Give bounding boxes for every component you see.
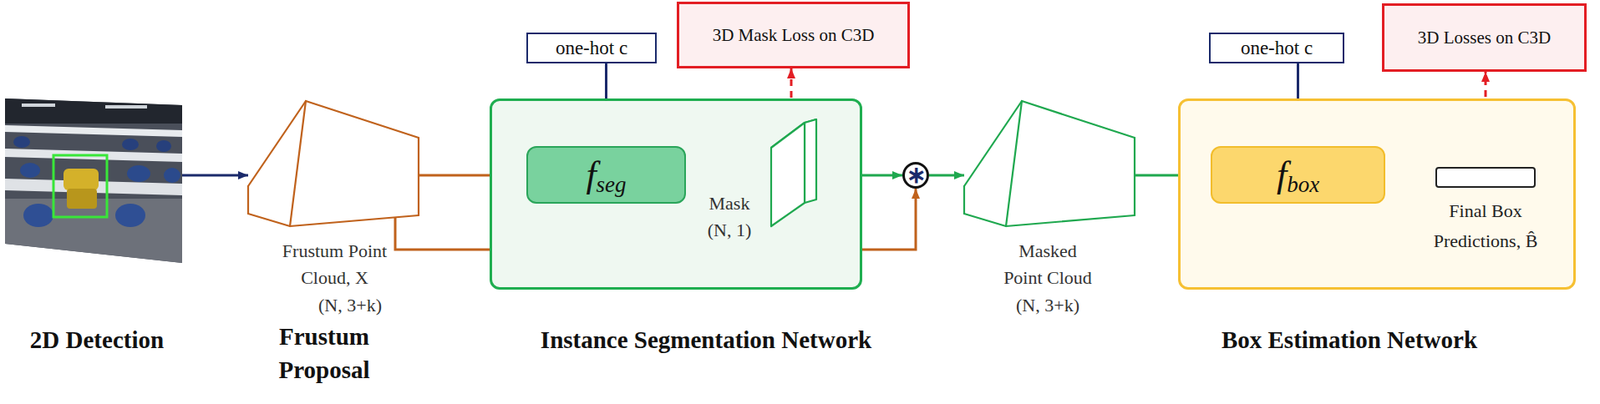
function-symbol: f — [585, 153, 596, 197]
frustum-edge — [289, 101, 306, 227]
text-holder: one-hot c — [1210, 34, 1343, 62]
text-holder: 3D Losses on C3D — [1384, 5, 1585, 70]
network-box: fsegMask (N, 1)Instance Segmentation Net… — [489, 98, 863, 290]
slab-outline — [771, 119, 818, 227]
function-subscript: box — [1286, 172, 1320, 199]
detection-image: 2D Detection — [5, 98, 183, 264]
frustum-outline — [964, 100, 1135, 230]
network-box: fboxFinal Box Predictions, B̂Box Estimat… — [1178, 98, 1576, 290]
slab-face — [804, 119, 817, 204]
loss-box: 3D Losses on C3D — [1381, 3, 1587, 72]
shape-caption: Masked Point Cloud — [1000, 238, 1095, 292]
stage-label: Frustum Proposal — [269, 320, 379, 387]
frustum-point-cloud: Frustum Point Cloud, X(N, 3+k)Frustum Pr… — [248, 100, 419, 230]
output-box: Final Box Predictions, B̂ — [1435, 167, 1536, 188]
masked-point-cloud: Masked Point Cloud(N, 3+k) — [964, 100, 1135, 230]
slab-face — [771, 122, 805, 227]
frustum-edge — [247, 186, 249, 214]
frustum-outline — [248, 100, 419, 230]
connector-arrow — [929, 174, 965, 178]
frustum-edge — [1005, 101, 1022, 227]
mask-slab: Mask (N, 1) — [771, 119, 818, 227]
function-box: fseg — [526, 146, 686, 204]
loss-label: 3D Losses on C3D — [1417, 27, 1551, 49]
input-box: one-hot c — [526, 32, 657, 64]
input-label: one-hot c — [555, 37, 628, 60]
loss-label: 3D Mask Loss on C3D — [712, 25, 875, 46]
stage-label: Instance Segmentation Network — [455, 323, 957, 357]
text-holder: 3D Mask Loss on C3D — [679, 4, 908, 67]
frustum-edge — [1021, 101, 1135, 138]
text-holder: fbox — [1212, 147, 1384, 203]
loss-box: 3D Mask Loss on C3D — [676, 1, 910, 69]
text-holder: fseg — [528, 147, 685, 203]
operator-symbol: ∗ — [906, 164, 926, 187]
input-box: one-hot c — [1208, 32, 1345, 64]
frustum-edge — [963, 186, 966, 214]
detection-photo — [5, 98, 183, 264]
connector-arrow — [182, 174, 249, 178]
frustum-edge — [248, 213, 290, 227]
shape-caption: Frustum Point Cloud, X — [279, 238, 391, 292]
frustum-edge — [1133, 137, 1136, 216]
input-label: one-hot c — [1240, 37, 1313, 60]
frustum-edge — [417, 137, 420, 216]
frustum-edge — [964, 213, 1006, 227]
frustum-edge — [1005, 215, 1135, 227]
output-caption: Final Box Predictions, B̂ — [1414, 196, 1557, 257]
multiply-operator: ∗ — [902, 162, 930, 189]
function-subscript: seg — [596, 172, 627, 199]
shape-caption: Mask (N, 1) — [695, 190, 763, 244]
dimension-label: (N, 3+k) — [989, 292, 1107, 320]
frustum-edge — [289, 215, 419, 227]
stage-label: 2D Detection — [0, 323, 202, 357]
text-holder: one-hot c — [528, 34, 656, 62]
frustum-edge — [305, 101, 419, 138]
function-box: fbox — [1210, 146, 1386, 204]
dimension-label: (N, 3+k) — [291, 292, 409, 320]
text-holder: ∗ — [904, 164, 927, 187]
function-symbol: f — [1276, 153, 1287, 197]
stage-label: Box Estimation Network — [1098, 323, 1600, 357]
